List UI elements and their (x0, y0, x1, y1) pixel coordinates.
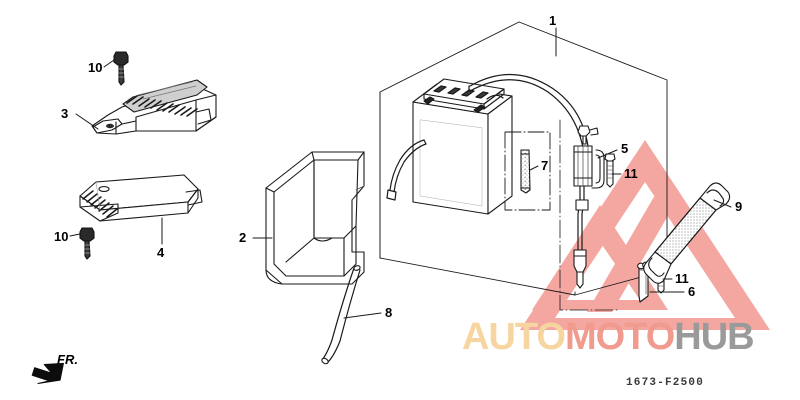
part-7-fuse (504, 131, 551, 211)
callout-4: 4 (157, 245, 165, 260)
callout-2: 2 (239, 230, 247, 245)
part-3-regulator-rectifier (91, 79, 217, 135)
callout-3: 3 (61, 106, 69, 121)
watermark-part-hub: HUB (674, 316, 754, 358)
relay-group-boundary (559, 119, 621, 311)
callout-9: 9 (735, 199, 743, 214)
part-8-vent-hose (321, 265, 361, 365)
watermark-part-auto: AUTO (462, 316, 566, 358)
part-11-bolt-upper (604, 153, 616, 188)
fr-direction-arrow (31, 362, 64, 384)
part-4-control-unit (79, 174, 203, 222)
callout-5: 5 (621, 141, 629, 156)
callout-10-upper: 10 (88, 60, 103, 75)
watermark-text: AUTOMOTOHUB (462, 316, 755, 359)
callout-11-lower: 11 (675, 271, 689, 286)
part-9-battery-band (643, 182, 731, 284)
watermark-part-moto: MOTO (564, 316, 675, 358)
leader-lines (69, 27, 732, 319)
fr-label: FR. (57, 352, 78, 367)
callout-10-lower: 10 (54, 229, 69, 244)
callout-7: 7 (541, 158, 549, 173)
callout-6: 6 (688, 284, 696, 299)
callout-8: 8 (385, 305, 393, 320)
battery-negative-cable (386, 139, 427, 201)
part-5-starter-relay (573, 125, 605, 289)
battery-body (412, 78, 513, 215)
diagram-part-number: 1673-F2500 (626, 377, 705, 389)
part-10-bolt-upper (113, 51, 129, 86)
callout-1: 1 (549, 13, 557, 28)
callout-11-upper: 11 (624, 166, 638, 181)
part-10-bolt-lower (79, 227, 95, 260)
part-2-battery-box (265, 151, 365, 285)
